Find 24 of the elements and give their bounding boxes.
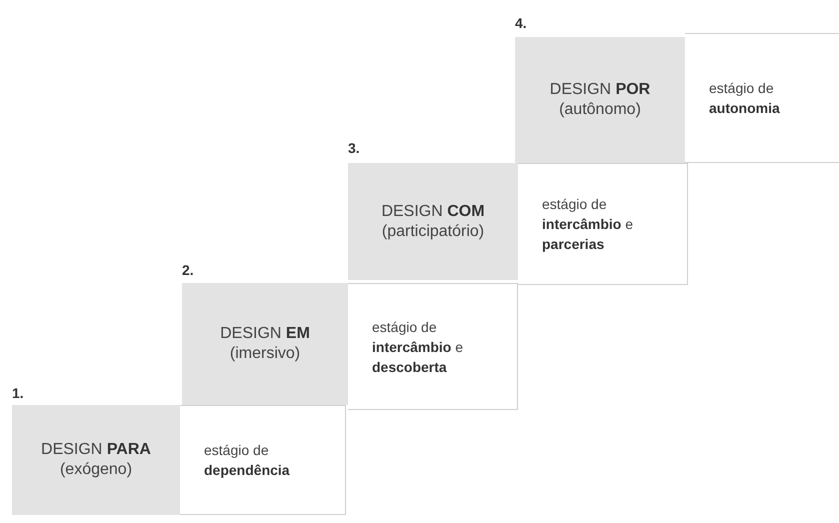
stage-subtitle: (exógeno) [60, 460, 132, 480]
step-number: 2. [182, 262, 194, 278]
stage-subtitle: (participatório) [382, 222, 484, 242]
stage-box [515, 37, 685, 163]
stage-box [12, 405, 180, 515]
stage-title: DESIGN COM [381, 202, 485, 222]
stage-box [182, 283, 348, 405]
stage-title: DESIGN PARA [41, 440, 151, 460]
stage-subtitle: (autônomo) [559, 100, 641, 120]
stage-description-box [685, 33, 839, 163]
stage-subtitle: (imersivo) [230, 344, 300, 364]
stage-box [348, 163, 518, 280]
stage-description: estágio de intercâmbio e descoberta [372, 318, 464, 376]
step-number: 1. [12, 385, 24, 401]
stage-description-box [518, 163, 688, 285]
stage-description: estágio de intercâmbio e parcerias [542, 195, 634, 254]
stage-description: estágio de autonomia [709, 79, 781, 118]
stage-description-box [180, 405, 346, 515]
step-number: 4. [515, 15, 527, 31]
stage-description: estágio de dependência [204, 441, 291, 480]
step-number: 3. [348, 140, 360, 156]
stage-title: DESIGN POR [550, 80, 650, 100]
stage-description-box [348, 283, 518, 410]
stage-title: DESIGN EM [220, 324, 310, 344]
